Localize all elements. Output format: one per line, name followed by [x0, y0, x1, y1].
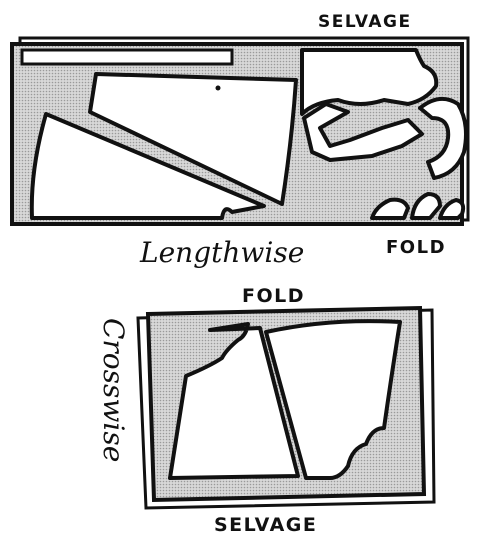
pattern-piece-right-upper	[300, 48, 439, 116]
pattern-piece-small-a	[370, 197, 410, 220]
pattern-piece-small-c	[438, 198, 466, 220]
pattern-piece-small-b	[410, 192, 442, 220]
pattern-piece-facing-a	[302, 102, 424, 162]
lengthwise-caption: Lengthwise	[139, 236, 304, 269]
lengthwise-fabric	[10, 36, 470, 226]
pattern-piece-skirt-left	[168, 322, 300, 480]
top-fold-label: FOLD	[386, 237, 446, 258]
crosswise-side-caption: Crosswise	[97, 318, 130, 462]
pattern-piece-facing-b	[418, 96, 468, 180]
crosswise-fabric	[136, 305, 436, 510]
bottom-selvage-label: SELVAGE	[214, 514, 317, 536]
selvage-strip	[20, 48, 234, 66]
pattern-piece-skirt-right	[264, 319, 402, 480]
notch-dot	[215, 85, 221, 91]
pattern-piece-center	[88, 72, 298, 206]
pattern-piece-wedge-left	[29, 112, 266, 220]
top-selvage-label: SELVAGE	[318, 12, 412, 32]
bottom-fold-label: FOLD	[242, 285, 305, 307]
